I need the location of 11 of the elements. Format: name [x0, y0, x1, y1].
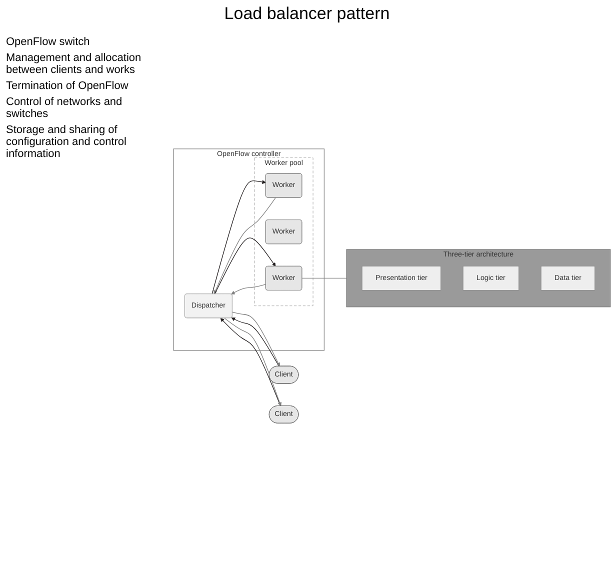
connector: [302, 278, 347, 279]
note-text: OpenFlow switch: [6, 36, 91, 48]
note-text: Termination of OpenFlow: [6, 80, 130, 92]
diagram-title: Load balancer pattern: [223, 4, 391, 24]
arrow: [231, 284, 266, 294]
arrow: [214, 197, 276, 294]
note-text: Management and allocation between clients and works: [6, 52, 142, 76]
arrow: [212, 180, 266, 294]
note-text: Control of networks and switches: [6, 96, 124, 120]
arrow: [214, 238, 276, 294]
note-text: Storage and sharing of configuration and control information: [6, 124, 128, 160]
